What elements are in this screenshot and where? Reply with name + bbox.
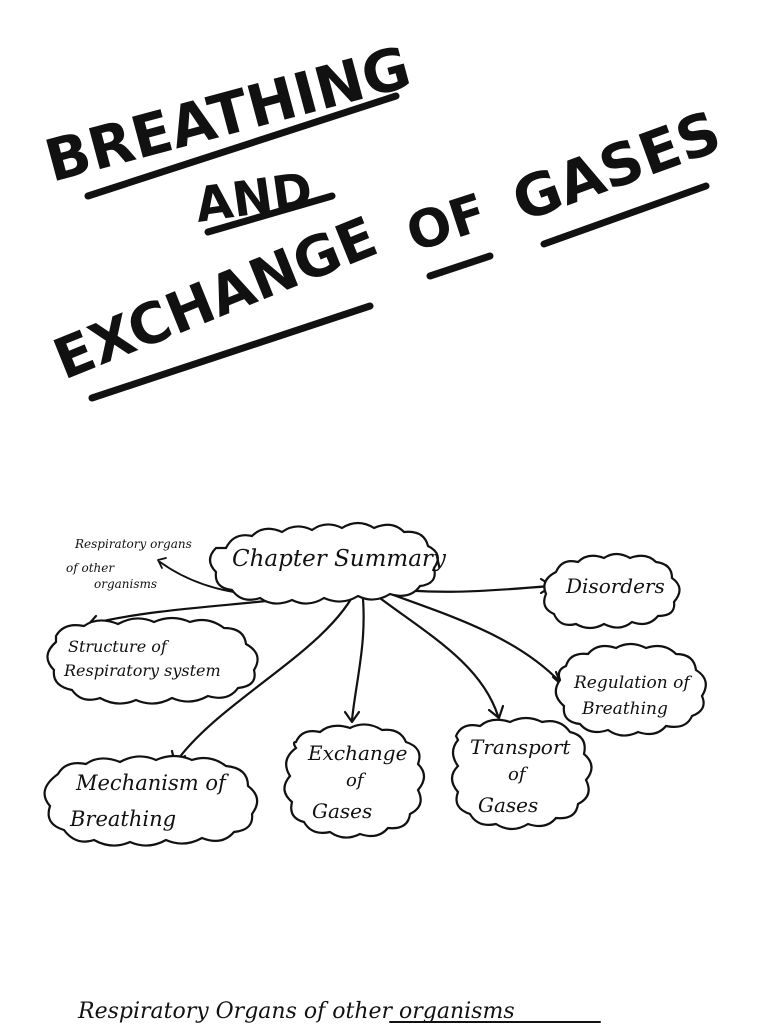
- exchange-label-2: of: [346, 770, 367, 791]
- node-structure: Structure of Respiratory system: [46, 616, 259, 705]
- side-note-line-3: organisms: [94, 577, 157, 591]
- side-note-respiratory-organs: Respiratory organs of other organisms: [66, 537, 192, 591]
- arrow-to-mechanism: [174, 584, 360, 764]
- mechanism-label-2: Breathing: [69, 807, 176, 831]
- cloud-outline: [554, 642, 707, 737]
- title-of: OF: [399, 183, 493, 265]
- arrow-to-transport: [362, 584, 500, 718]
- node-regulation: Regulation of Breathing: [554, 642, 707, 737]
- arrow-head-exchange: [343, 710, 361, 724]
- page-title: BREATHING AND EXCHANGE OF GASES: [38, 33, 729, 402]
- cloud-outline: [543, 552, 681, 630]
- arrow-head-transport: [487, 704, 505, 720]
- center-label: Chapter Summary: [232, 546, 447, 572]
- disorders-label: Disorders: [565, 574, 665, 598]
- title-and: AND: [192, 162, 316, 234]
- side-note-line-2: of other: [66, 561, 115, 575]
- side-note-line-1: Respiratory organs: [74, 537, 192, 551]
- title-breathing: BREATHING: [38, 33, 418, 196]
- node-exchange: Exchange of Gases: [283, 723, 426, 839]
- node-transport: Transport of Gases: [450, 716, 593, 831]
- node-chapter-summary: Chapter Summary: [208, 521, 447, 605]
- cloud-outline: [46, 616, 259, 705]
- transport-label-2: of: [508, 764, 529, 785]
- cloud-outline: [450, 716, 593, 831]
- mechanism-label-1: Mechanism of: [75, 771, 229, 795]
- transport-label-3: Gases: [478, 793, 538, 817]
- title-underline-1: [84, 92, 400, 200]
- arrow-to-regulation: [362, 582, 562, 684]
- title-underline-4: [426, 252, 494, 280]
- footer-heading-text: Respiratory Organs of other organisms: [77, 999, 515, 1024]
- mind-map: Respiratory organs of other organisms Ch…: [43, 521, 707, 847]
- exchange-label-3: Gases: [312, 799, 372, 823]
- arrow-to-exchange: [350, 586, 365, 722]
- cloud-outline: [283, 723, 426, 839]
- exchange-label-1: Exchange: [307, 741, 407, 765]
- title-underline-3: [88, 302, 374, 402]
- regulation-label-2: Breathing: [581, 699, 668, 719]
- regulation-label-1: Regulation of: [573, 673, 692, 693]
- title-underline-2: [204, 192, 336, 236]
- cloud-outline: [208, 521, 439, 605]
- arrow-head-side-note: [157, 557, 167, 569]
- cloud-outline: [43, 754, 259, 847]
- title-underline-5: [540, 182, 710, 248]
- structure-label-2: Respiratory system: [63, 661, 221, 680]
- transport-label-1: Transport: [470, 735, 571, 759]
- node-disorders: Disorders: [543, 552, 681, 630]
- structure-label-1: Structure of: [68, 637, 170, 656]
- section-heading: Respiratory Organs of other organisms: [77, 999, 601, 1024]
- node-mechanism: Mechanism of Breathing: [43, 754, 259, 847]
